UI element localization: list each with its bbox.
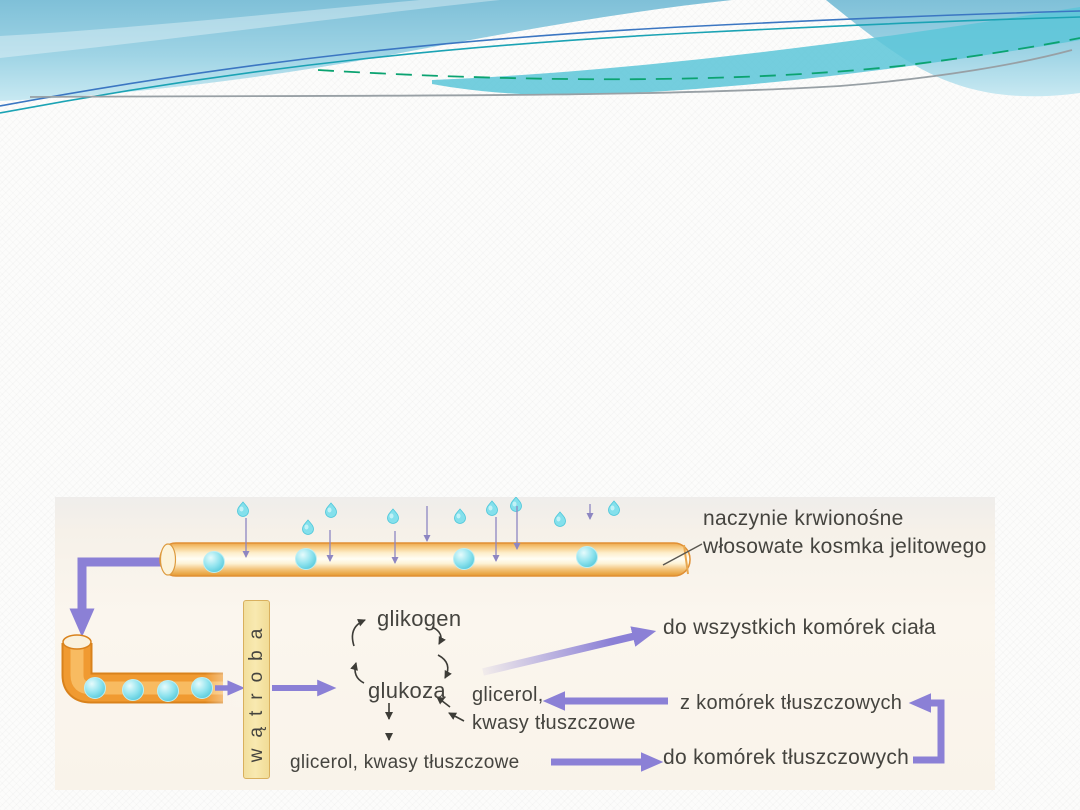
capillary-to-liver-arrow	[69, 557, 166, 638]
capillary-tube	[159, 542, 691, 577]
wave-line-green-dashed	[317, 37, 1080, 81]
glycerol-upper-line2: kwasy tłuszczowe	[472, 712, 636, 734]
liver-label: wątroba	[245, 617, 267, 762]
glycerol-upper-label: glicerol, kwasy tłuszczowe	[472, 681, 636, 737]
to-all-cells-label: do wszystkich komórek ciała	[663, 616, 937, 639]
to-all-cells-arrow	[482, 626, 657, 676]
wave-line-blue	[0, 10, 1080, 107]
wave-cyan-band	[432, 7, 1080, 96]
capillary-label-pointer	[662, 543, 703, 566]
decorative-wave-header	[0, 0, 1080, 114]
glycerol-to-glucose-arrow-1	[436, 696, 451, 708]
wave-line-teal	[0, 16, 1080, 114]
glycerol-to-glucose-arrow-2	[448, 712, 465, 722]
glycerol-lower-label: glicerol, kwasy tłuszczowe	[290, 752, 520, 773]
liver-box: wątroba	[243, 600, 270, 779]
glycogen-label: glikogen	[377, 606, 462, 631]
glucose-glycogen-cycle	[350, 618, 452, 684]
wave-white-streak	[0, 0, 500, 58]
from-fat-cells-label: z komórek tłuszczowych	[680, 692, 903, 714]
nutrient-droplets	[237, 497, 620, 535]
metabolism-diagram: naczynie krwionośne włosowate kosmka jel…	[55, 497, 995, 790]
droplet-arrows	[242, 504, 594, 564]
to-fat-cells-label: do komórek tłuszczowych	[663, 746, 910, 769]
diagram-graphics	[61, 497, 945, 772]
fat-cells-loop-bracket	[908, 693, 945, 764]
wave-line-gray	[29, 49, 1073, 98]
glucose-label: glukoza	[368, 678, 446, 703]
capillary-label-line2: włosowate kosmka jelitowego	[703, 535, 987, 558]
glycerol-upper-line1: glicerol,	[472, 684, 544, 706]
capillary-label-line1: naczynie krwionośne	[703, 507, 904, 530]
